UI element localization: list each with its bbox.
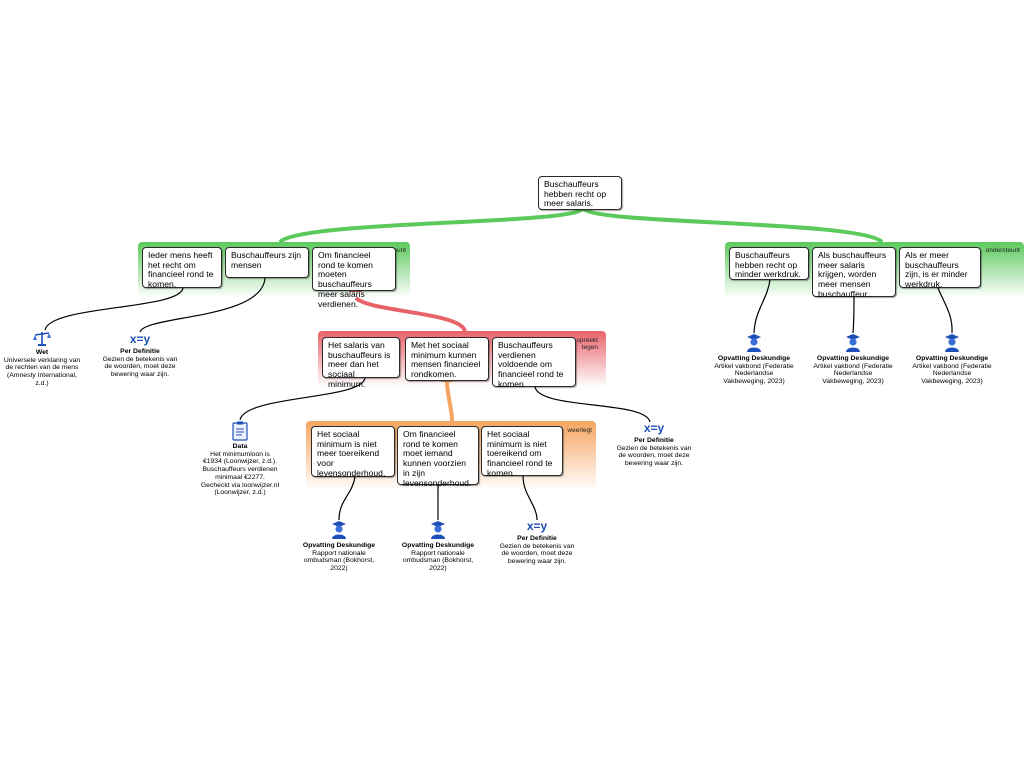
source-title: Per Definitie (120, 348, 160, 355)
definition-icon: x=y (526, 519, 548, 533)
claim-rebuttal-3[interactable]: Het sociaal minimum is niet toereikend o… (481, 426, 563, 478)
group-label-rebuttal: weerlegt (567, 427, 592, 434)
link-claim-to-source-wet (44, 287, 184, 331)
source-title: Data (232, 443, 248, 450)
source-detail: Rapport nationale ombudsman (Bokhorst, 2… (402, 549, 474, 573)
link-claim-to-source-def-right (522, 475, 538, 521)
source-detail: Gezien de betekenis van de woorden, moet… (102, 355, 178, 379)
source-title: Opvatting Deskundige (302, 542, 376, 549)
source-expert-support-1[interactable]: Opvatting Deskundige Artikel vakbond (Fe… (714, 333, 794, 386)
source-detail: Het minimumloon is €1934 (Loonwijzer, z.… (200, 450, 280, 497)
claim-support-left-1[interactable]: Ieder mens heeft het recht om financieel… (142, 247, 222, 289)
expert-icon (945, 334, 959, 352)
source-expert-support-2[interactable]: Opvatting Deskundige Artikel vakbond (Fe… (813, 333, 893, 386)
group-label-support-right: ondersteunt (985, 247, 1020, 254)
source-per-definitie-right[interactable]: x=y Per Definitie Gezien de betekenis va… (497, 520, 577, 566)
source-data[interactable]: Data Het minimumloon is €1934 (Loonwijze… (200, 421, 280, 497)
link-claim-to-source-def-left (139, 277, 266, 333)
source-title: Opvatting Deskundige (401, 542, 475, 549)
main-claim[interactable]: Buschauffeurs hebben recht op meer salar… (538, 176, 622, 210)
source-detail: Rapport nationale ombudsman (Bokhorst, 2… (303, 549, 375, 573)
source-detail: Artikel vakbond (Federatie Nederlandse V… (813, 362, 893, 386)
link-claim-to-source-expert-r1 (338, 476, 356, 521)
source-detail: Artikel vakbond (Federatie Nederlandse V… (912, 362, 992, 386)
claim-rebuttal-2[interactable]: Om financieel rond te komen moet iemand … (397, 426, 479, 487)
claim-rebuttal-1[interactable]: Het sociaal minimum is niet meer toereik… (311, 426, 395, 478)
definition-icon: x=y (129, 332, 151, 346)
link-main-to-support-right (581, 206, 884, 244)
source-expert-support-3[interactable]: Opvatting Deskundige Artikel vakbond (Fe… (912, 333, 992, 386)
source-title: Opvatting Deskundige (717, 355, 791, 362)
link-main-to-support-left (278, 206, 585, 244)
link-claim-to-source-def-mid (534, 386, 651, 423)
link-claim-to-source-expert-s3 (937, 287, 953, 334)
scales-icon (33, 332, 51, 346)
source-title: Opvatting Deskundige (915, 355, 989, 362)
source-expert-rebuttal-1[interactable]: Opvatting Deskundige Rapport nationale o… (299, 520, 379, 573)
source-detail: Artikel vakbond (Federatie Nederlandse V… (714, 362, 794, 386)
source-detail: Universele verklaring van de rechten van… (3, 356, 81, 387)
group-label-objection: spreekt tegen (576, 337, 598, 351)
claim-support-left-3[interactable]: Om financieel rond te komen moeten busch… (312, 247, 396, 308)
source-expert-rebuttal-2[interactable]: Opvatting Deskundige Rapport nationale o… (398, 520, 478, 573)
source-title: Per Definitie (634, 437, 674, 444)
link-claim-to-source-data (239, 377, 366, 421)
claim-objection-2[interactable]: Met het sociaal minimum kunnen mensen fi… (405, 337, 489, 381)
claim-objection-1[interactable]: Het salaris van buschauffeurs is meer da… (322, 337, 400, 389)
source-title: Opvatting Deskundige (816, 355, 890, 362)
claim-support-left-2[interactable]: Buschauffeurs zijn mensen (225, 247, 309, 278)
definition-icon: x=y (643, 421, 665, 435)
expert-icon (332, 521, 346, 539)
link-objection-to-support-left (354, 296, 467, 333)
source-title: Per Definitie (517, 535, 557, 542)
claim-support-right-2[interactable]: Als buschauffeurs meer salaris krijgen, … (812, 247, 896, 299)
source-wet[interactable]: Wet Universele verklaring van de rechten… (2, 331, 82, 388)
link-rebuttal-to-objection (445, 380, 454, 422)
source-detail: Gezien de betekenis van de woorden, moet… (499, 542, 575, 566)
claim-support-right-3[interactable]: Als er meer buschauffeurs zijn, is er mi… (899, 247, 981, 289)
source-detail: Gezien de betekenis van de woorden, moet… (616, 444, 692, 468)
source-per-definitie-mid[interactable]: x=y Per Definitie Gezien de betekenis va… (614, 422, 694, 468)
claim-objection-3[interactable]: Buschauffeurs verdienen voldoende om fin… (492, 337, 576, 389)
claim-support-right-1[interactable]: Buschauffeurs hebben recht op minder wer… (729, 247, 809, 280)
data-icon (232, 421, 248, 441)
expert-icon (747, 334, 761, 352)
link-claim-to-source-expert-s2 (852, 296, 855, 334)
link-claim-to-source-expert-s1 (753, 279, 771, 334)
expert-icon (846, 334, 860, 352)
source-title: Wet (35, 349, 49, 356)
expert-icon (431, 521, 445, 539)
source-per-definitie-left[interactable]: x=y Per Definitie Gezien de betekenis va… (100, 333, 180, 379)
